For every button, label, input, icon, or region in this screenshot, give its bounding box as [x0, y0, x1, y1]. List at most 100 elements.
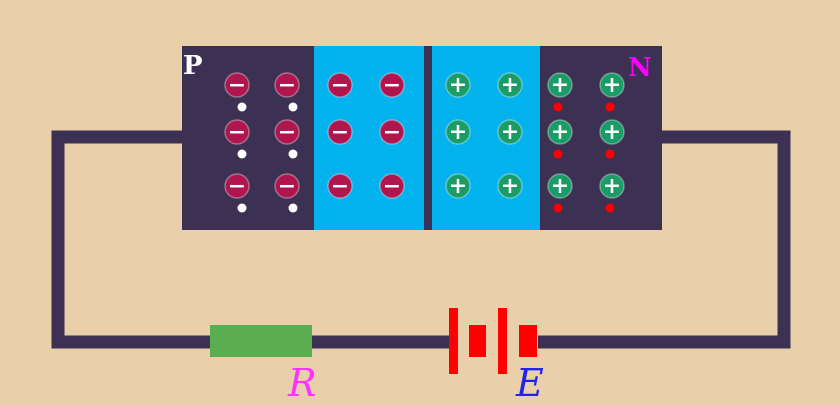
negative-ion-body	[327, 72, 353, 98]
positive-ion-sign: +	[449, 173, 467, 199]
negative-ion: −	[224, 72, 250, 98]
n-region-label: N	[628, 53, 652, 83]
negative-ion: −	[379, 119, 405, 145]
positive-ion: +	[599, 119, 625, 145]
negative-ion: −	[327, 72, 353, 98]
negative-ion-sign: −	[278, 173, 296, 199]
positive-ion-body	[547, 72, 573, 98]
hole-carrier	[288, 102, 298, 112]
positive-ion: +	[547, 72, 573, 98]
circuit-wire	[51, 130, 791, 349]
positive-ion: +	[599, 72, 625, 98]
junction-boundary	[424, 46, 432, 230]
negative-ion-body	[379, 119, 405, 145]
battery-plate-short-2	[519, 325, 537, 357]
positive-ion-sign: +	[603, 72, 621, 98]
negative-ion-body	[224, 173, 250, 199]
negative-ion-sign: −	[228, 173, 246, 199]
positive-ion-sign: +	[501, 173, 519, 199]
positive-ion: +	[497, 72, 523, 98]
positive-ion-sign: +	[449, 72, 467, 98]
positive-ion-sign: +	[501, 72, 519, 98]
hole-carrier	[237, 102, 247, 112]
negative-ion-body	[327, 119, 353, 145]
negative-ion-body	[224, 72, 250, 98]
battery-plate-long-1	[449, 308, 458, 374]
negative-ion: −	[274, 72, 300, 98]
resistor-icon	[210, 325, 312, 357]
negative-ion-body	[379, 72, 405, 98]
ions-layer: − − − − + + + + − − − − + + + + − − − − + + + +	[224, 72, 625, 199]
negative-ion-sign: −	[383, 173, 401, 199]
negative-ion-body	[224, 119, 250, 145]
positive-ion-sign: +	[551, 72, 569, 98]
positive-ion: +	[497, 119, 523, 145]
negative-ion: −	[327, 173, 353, 199]
positive-ion-body	[497, 173, 523, 199]
negative-ion: −	[224, 119, 250, 145]
negative-ion-body	[379, 173, 405, 199]
positive-ion-body	[445, 119, 471, 145]
hole-carrier	[288, 149, 298, 159]
negative-ion: −	[327, 119, 353, 145]
positive-ion-sign: +	[603, 173, 621, 199]
negative-ion: −	[224, 173, 250, 199]
p-region-label: P	[183, 51, 203, 81]
positive-ion: +	[547, 173, 573, 199]
negative-ion-body	[274, 119, 300, 145]
positive-ion-body	[445, 173, 471, 199]
positive-ion-body	[599, 72, 625, 98]
negative-ion-body	[274, 173, 300, 199]
positive-ion-body	[497, 119, 523, 145]
positive-ion-body	[547, 119, 573, 145]
positive-ion-sign: +	[501, 119, 519, 145]
negative-ion-sign: −	[331, 173, 349, 199]
positive-ion-sign: +	[551, 119, 569, 145]
positive-ion-sign: +	[603, 119, 621, 145]
battery-icon	[449, 308, 538, 374]
positive-ion: +	[445, 72, 471, 98]
electron-carrier	[605, 102, 615, 112]
battery-plate-long-2	[498, 308, 507, 374]
electron-carrier	[605, 149, 615, 159]
positive-ion: +	[547, 119, 573, 145]
carriers-layer	[237, 102, 615, 213]
negative-ion-sign: −	[331, 72, 349, 98]
negative-ion-sign: −	[278, 119, 296, 145]
positive-ion: +	[445, 173, 471, 199]
resistor-label: R	[287, 361, 317, 400]
electron-carrier	[605, 203, 615, 213]
negative-ion-sign: −	[331, 119, 349, 145]
negative-ion-body	[327, 173, 353, 199]
positive-ion-body	[445, 72, 471, 98]
positive-ion: +	[599, 173, 625, 199]
hole-carrier	[237, 149, 247, 159]
negative-ion-sign: −	[383, 72, 401, 98]
negative-ion: −	[379, 173, 405, 199]
positive-ion-body	[547, 173, 573, 199]
positive-ion-body	[599, 173, 625, 199]
hole-carrier	[288, 203, 298, 213]
positive-ion: +	[445, 119, 471, 145]
negative-ion-sign: −	[228, 72, 246, 98]
positive-ion-sign: +	[449, 119, 467, 145]
positive-ion-body	[497, 72, 523, 98]
positive-ion-sign: +	[551, 173, 569, 199]
battery-plate-short-1	[469, 325, 486, 357]
negative-ion-sign: −	[228, 119, 246, 145]
negative-ion: −	[274, 173, 300, 199]
battery-label: E	[515, 361, 544, 400]
negative-ion-sign: −	[278, 72, 296, 98]
negative-ion-body	[274, 72, 300, 98]
electron-carrier	[553, 203, 563, 213]
electron-carrier	[553, 149, 563, 159]
negative-ion-sign: −	[383, 119, 401, 145]
positive-ion: +	[497, 173, 523, 199]
positive-ion-body	[599, 119, 625, 145]
negative-ion: −	[379, 72, 405, 98]
electron-carrier	[553, 102, 563, 112]
negative-ion: −	[274, 119, 300, 145]
hole-carrier	[237, 203, 247, 213]
